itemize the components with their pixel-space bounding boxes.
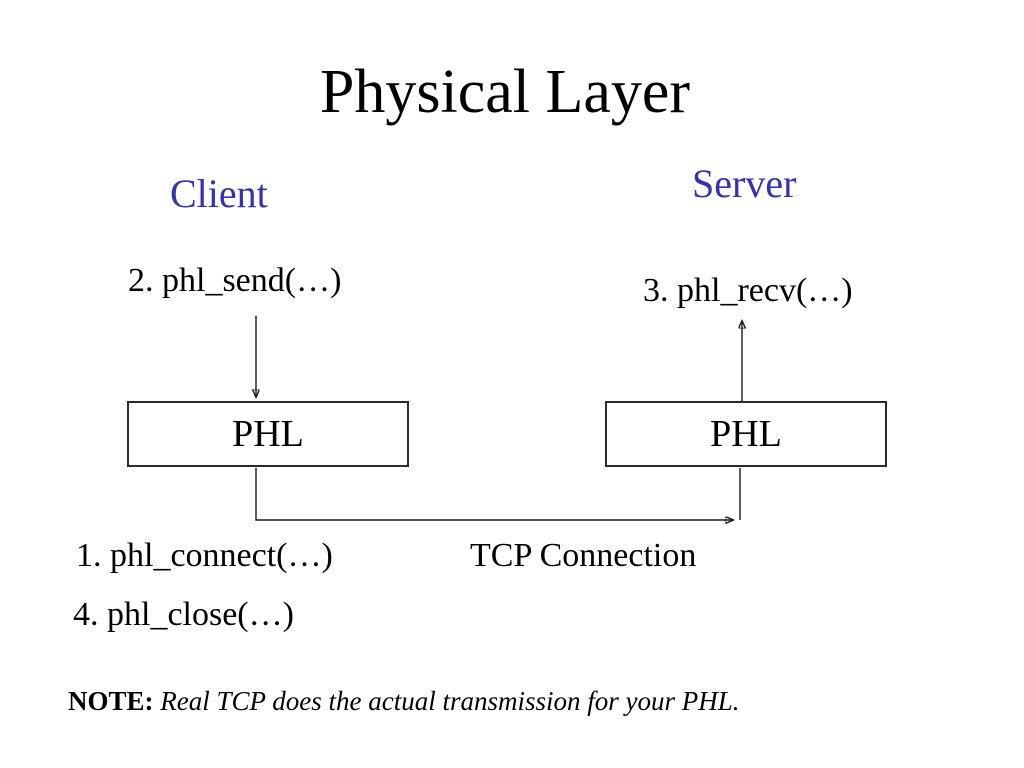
note-line: NOTE: Real TCP does the actual transmiss… <box>68 688 740 715</box>
tcp-connection-arrow <box>255 468 733 520</box>
step-phl-send-label: 2. phl_send(…) <box>128 262 342 299</box>
server-phl-box: PHL <box>605 401 887 467</box>
server-phl-box-label: PHL <box>710 413 782 455</box>
client-phl-box: PHL <box>127 401 409 467</box>
note-prefix: NOTE: <box>68 686 154 716</box>
step-phl-recv-label: 3. phl_recv(…) <box>643 272 853 309</box>
server-label: Server <box>692 161 797 206</box>
tcp-connection-label: TCP Connection <box>470 537 697 574</box>
step-phl-close-label: 4. phl_close(…) <box>73 596 294 633</box>
note-body: Real TCP does the actual transmission fo… <box>153 686 740 716</box>
client-label: Client <box>170 171 268 216</box>
step-phl-connect-label: 1. phl_connect(…) <box>76 537 333 574</box>
client-phl-box-label: PHL <box>232 413 304 455</box>
page-title: Physical Layer <box>319 58 691 126</box>
